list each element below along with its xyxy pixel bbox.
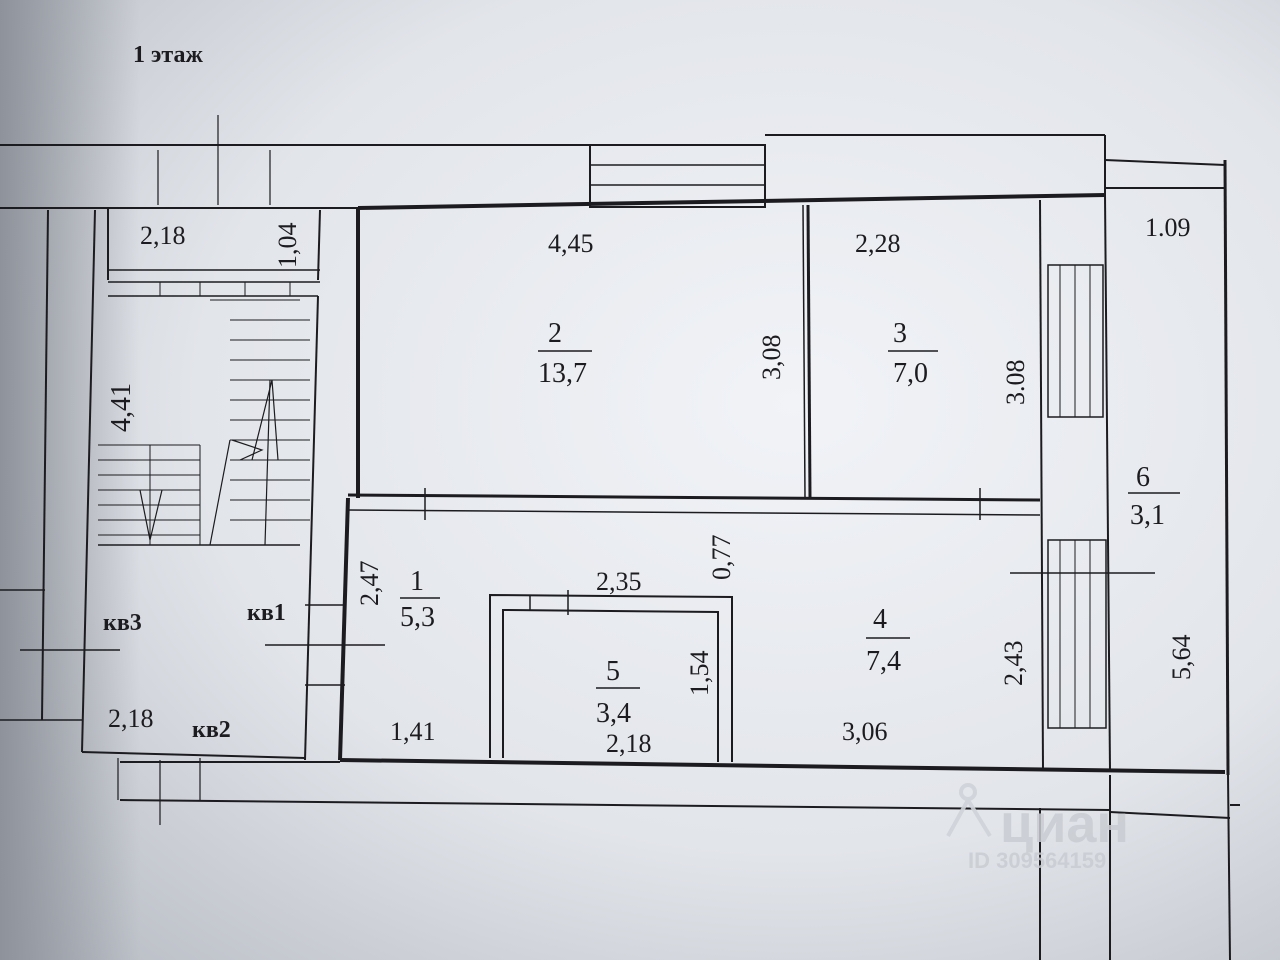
dim-room1-width: 1,41 <box>390 717 436 746</box>
room-1-number: 1 <box>410 566 424 597</box>
room-6-area: 3,1 <box>1130 500 1165 531</box>
dim-stair-4-41: 4,41 <box>106 383 137 432</box>
dim-room3-depth: 3.08 <box>1001 360 1030 406</box>
floor-title: 1 этаж <box>133 42 203 68</box>
room-3-area: 7,0 <box>893 358 928 389</box>
dim-room4-width: 3,06 <box>842 717 888 746</box>
room-5-area: 3,4 <box>596 698 631 729</box>
dim-corridor-0-77: 0,77 <box>707 535 736 581</box>
room-1-area: 5,3 <box>400 602 435 633</box>
paper-shadow-left <box>0 0 140 960</box>
dim-room4-depth: 2,43 <box>999 641 1028 687</box>
dim-stair-width-top: 2,18 <box>140 221 186 250</box>
room-3-number: 3 <box>893 318 907 349</box>
room-2-number: 2 <box>548 318 562 349</box>
labels: 1 этаж 2,18 1,04 4,41 2,18 кв3 кв1 кв2 4… <box>103 42 1196 758</box>
walls <box>0 115 1240 960</box>
room-5-number: 5 <box>606 656 620 687</box>
label-kv2: кв2 <box>192 717 231 743</box>
dim-room3-width: 2,28 <box>855 229 901 258</box>
dim-room6-width: 1.09 <box>1145 213 1191 242</box>
dim-stair-1-04: 1,04 <box>273 223 302 269</box>
dim-room2-width: 4,45 <box>548 229 594 258</box>
room-4-number: 4 <box>873 604 887 635</box>
room-6-number: 6 <box>1136 462 1150 493</box>
dim-room5-top: 2,35 <box>596 567 642 596</box>
watermark-id: ID 309564159 <box>968 848 1106 873</box>
room-2-area: 13,7 <box>538 358 587 389</box>
dim-room5-depth: 1,54 <box>685 651 714 697</box>
label-kv1: кв1 <box>247 600 286 626</box>
watermark-brand: циан <box>1000 794 1129 854</box>
location-pin-icon <box>946 783 992 838</box>
dim-room1-depth: 2,47 <box>355 561 384 607</box>
watermark: циан ID 309564159 <box>946 783 1129 873</box>
dim-room6-length: 5,64 <box>1167 635 1196 681</box>
dim-room2-depth: 3,08 <box>757 335 786 381</box>
label-kv3: кв3 <box>103 610 142 636</box>
dim-room5-bottom: 2,18 <box>606 729 652 758</box>
room-4-area: 7,4 <box>866 646 901 677</box>
dim-stair-width-bottom: 2,18 <box>108 704 154 733</box>
